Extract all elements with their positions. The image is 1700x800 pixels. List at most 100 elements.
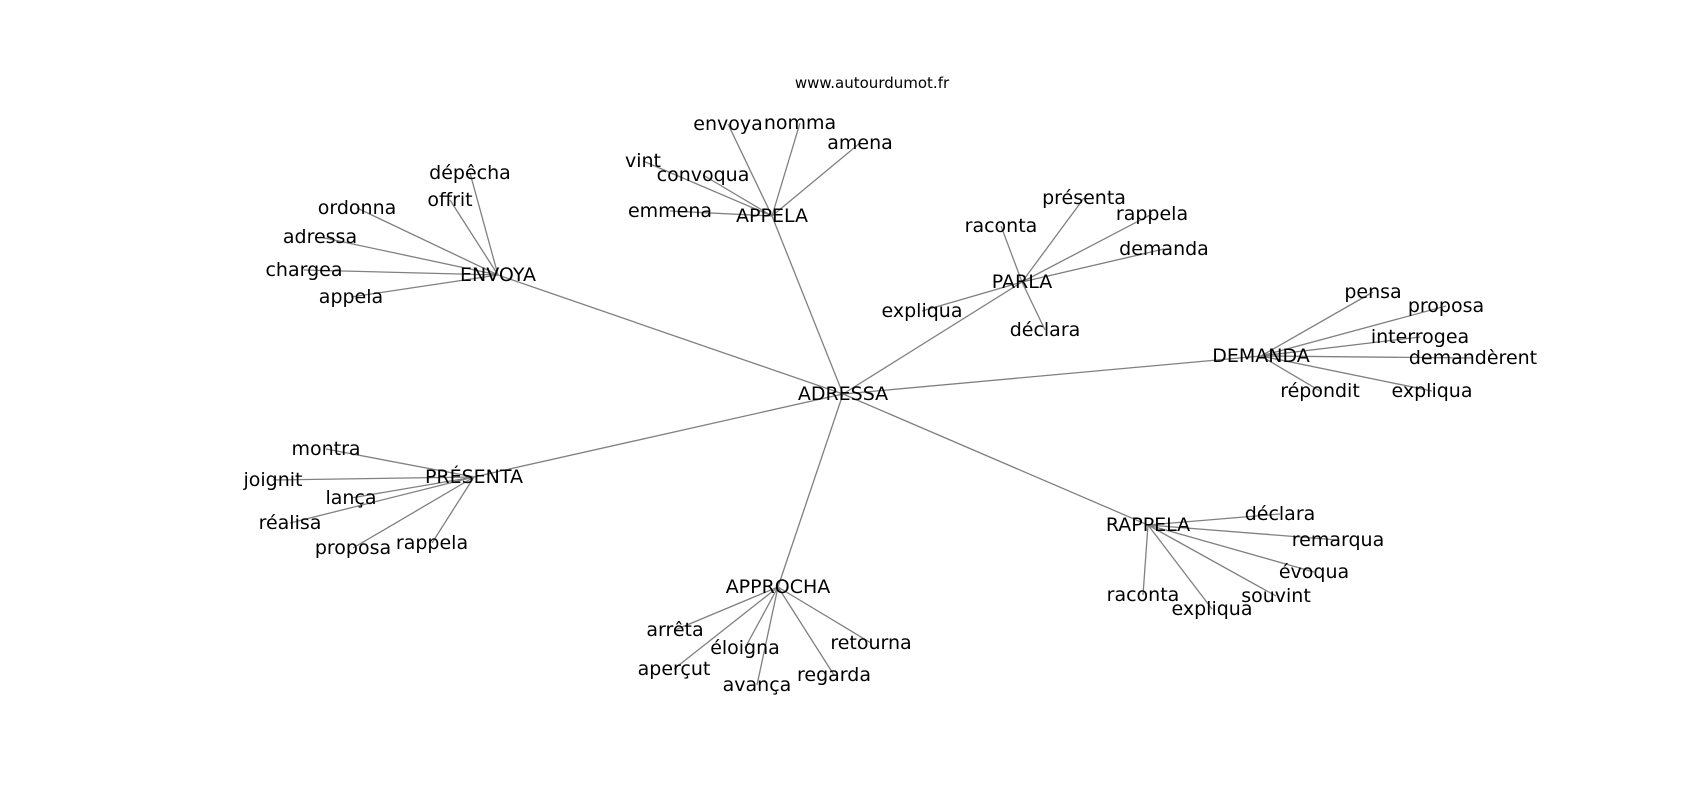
- edge-hub-to-word: [777, 586, 872, 644]
- site-watermark: www.autourdumot.fr: [795, 74, 950, 92]
- edge-hub-to-word: [356, 207, 499, 276]
- leaf-word: expliqua: [1392, 380, 1473, 402]
- leaf-word: rappela: [396, 532, 468, 554]
- edge-hub-to-word: [350, 476, 475, 499]
- edge-hub-to-word: [350, 274, 499, 298]
- edge-hub-to-word: [303, 269, 499, 276]
- edge-hub-to-word: [771, 122, 801, 217]
- leaf-word: proposa: [315, 537, 391, 559]
- edge-center-to-hub: [771, 215, 844, 395]
- edge-hub-to-word: [1260, 305, 1447, 357]
- graph-edges: [272, 122, 1474, 686]
- leaf-word: rappela: [1116, 203, 1188, 225]
- hub-word: PRÉSENTA: [425, 465, 523, 488]
- leaf-word: emmena: [628, 200, 712, 222]
- hub-word: ENVOYA: [460, 264, 536, 286]
- leaf-word: réalisa: [259, 512, 322, 534]
- edge-hub-to-word: [431, 476, 475, 544]
- leaf-word: raconta: [965, 215, 1038, 237]
- edge-hub-to-word: [674, 586, 779, 631]
- edge-hub-to-word: [352, 476, 475, 549]
- leaf-word: expliqua: [882, 300, 963, 322]
- hub-word: PARLA: [992, 271, 1052, 293]
- edge-center-to-hub: [497, 274, 844, 395]
- leaf-word: nomma: [764, 112, 836, 134]
- leaf-word: envoya: [693, 113, 763, 135]
- edge-hub-to-word: [1021, 281, 1046, 331]
- edge-hub-to-word: [1147, 524, 1213, 610]
- leaf-word: retourna: [830, 632, 911, 654]
- leaf-word: convoqua: [657, 164, 750, 186]
- edge-hub-to-word: [325, 448, 475, 478]
- edge-hub-to-word: [1147, 524, 1277, 597]
- leaf-word: vint: [625, 150, 661, 172]
- leaf-word: appela: [319, 286, 383, 308]
- edge-hub-to-word: [771, 142, 861, 217]
- edge-center-to-hub: [842, 281, 1023, 395]
- leaf-word: répondit: [1280, 380, 1360, 402]
- leaf-word: offrit: [427, 189, 472, 211]
- hub-word: RAPPELA: [1106, 514, 1190, 536]
- leaf-word: joignit: [242, 469, 302, 491]
- leaf-word: raconta: [1107, 584, 1180, 606]
- edge-hub-to-word: [669, 210, 773, 217]
- leaf-word: ordonna: [318, 197, 397, 219]
- leaf-word: souvint: [1241, 585, 1311, 607]
- edge-center-to-hub: [777, 393, 844, 588]
- leaf-word: montra: [291, 438, 360, 460]
- edge-hub-to-word: [1260, 291, 1374, 357]
- leaf-word: lança: [325, 487, 376, 509]
- edge-hub-to-word: [642, 160, 773, 217]
- edge-center-to-hub: [473, 393, 844, 478]
- center-word: ADRESSA: [798, 383, 888, 405]
- leaf-word: remarqua: [1292, 529, 1384, 551]
- edge-hub-to-word: [921, 281, 1023, 312]
- edge-center-to-hub: [842, 355, 1262, 395]
- edge-hub-to-word: [1260, 355, 1433, 392]
- leaf-word: expliqua: [1172, 598, 1253, 620]
- leaf-word: présenta: [1042, 187, 1126, 209]
- edge-hub-to-word: [1021, 213, 1153, 283]
- hub-word: APPROCHA: [726, 576, 831, 598]
- leaf-word: demanda: [1119, 238, 1209, 260]
- edge-hub-to-word: [1260, 355, 1321, 392]
- leaf-word: éloigna: [710, 637, 780, 659]
- edge-hub-to-word: [1147, 513, 1281, 526]
- leaf-word: chargea: [265, 259, 342, 281]
- edge-hub-to-word: [1000, 225, 1023, 283]
- edge-hub-to-word: [777, 586, 835, 676]
- edge-hub-to-word: [1147, 524, 1339, 541]
- leaf-word: demandèrent: [1409, 347, 1537, 369]
- edge-hub-to-word: [1021, 197, 1085, 283]
- edge-hub-to-word: [449, 199, 499, 276]
- edge-hub-to-word: [1260, 355, 1474, 359]
- edge-hub-to-word: [1260, 336, 1421, 357]
- edge-hub-to-word: [702, 174, 773, 217]
- edge-hub-to-word: [289, 476, 475, 524]
- leaf-word: pensa: [1344, 281, 1401, 303]
- edge-hub-to-word: [744, 586, 779, 649]
- edge-hub-to-word: [1021, 248, 1165, 283]
- leaf-word: déclara: [1010, 319, 1081, 341]
- leaf-word: proposa: [1408, 295, 1484, 317]
- leaf-word: adressa: [283, 226, 357, 248]
- leaf-word: avança: [723, 674, 792, 696]
- edge-center-to-hub: [842, 393, 1149, 526]
- leaf-word: aperçut: [638, 658, 711, 680]
- edge-hub-to-word: [1142, 524, 1149, 596]
- edge-hub-to-word: [272, 476, 475, 481]
- edge-hub-to-word: [469, 172, 499, 276]
- edge-hub-to-word: [1147, 524, 1315, 573]
- edge-hub-to-word: [727, 123, 773, 217]
- leaf-word: dépêcha: [429, 162, 511, 184]
- leaf-word: déclara: [1245, 503, 1316, 525]
- edge-hub-to-word: [756, 586, 779, 686]
- hub-word: DEMANDA: [1212, 345, 1310, 367]
- leaf-word: regarda: [797, 664, 871, 686]
- leaf-word: arrêta: [646, 619, 703, 641]
- edge-hub-to-word: [673, 586, 779, 670]
- leaf-word: interrogea: [1371, 326, 1469, 348]
- edge-hub-to-word: [319, 236, 499, 276]
